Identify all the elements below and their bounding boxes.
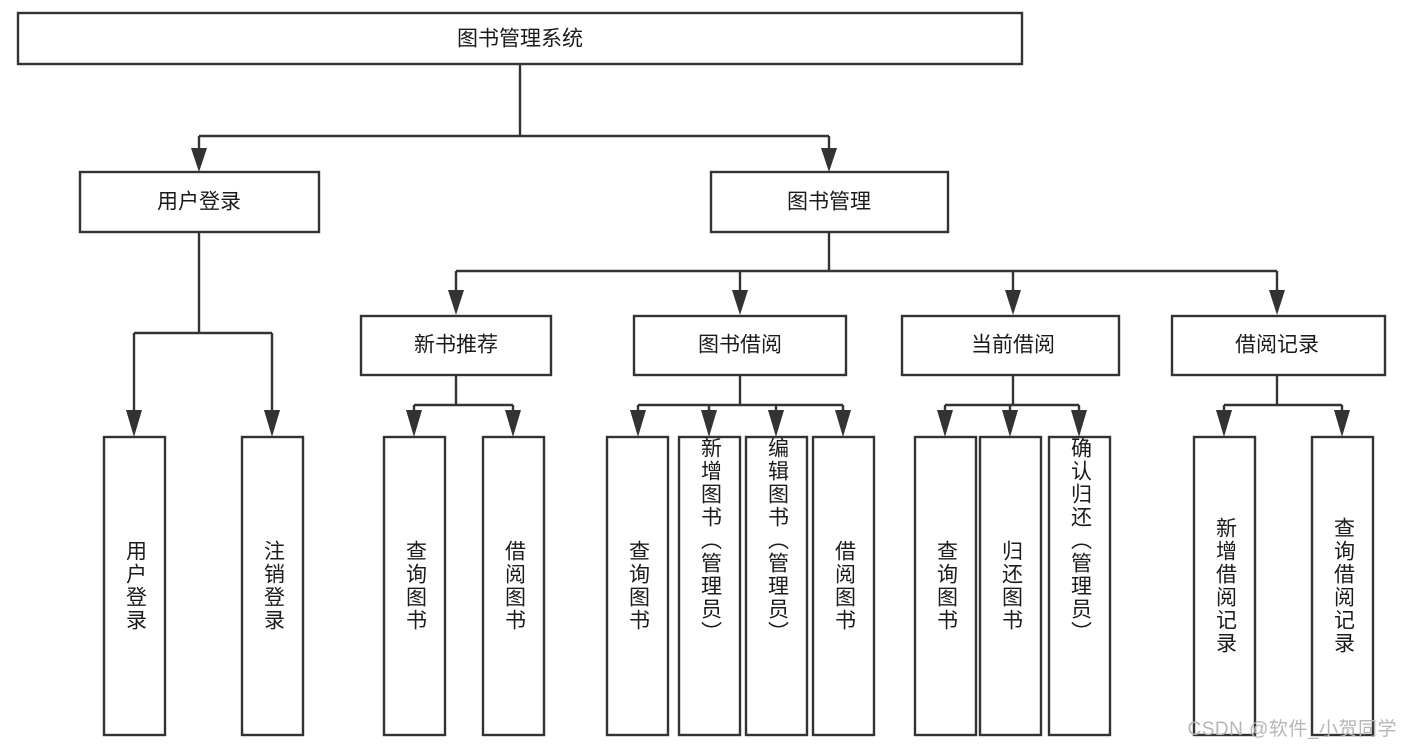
node-new-book-recommend[interactable]: 新书推荐 [359,314,553,377]
node-user-login-label: 用户登录 [157,191,241,214]
arrow-head-new-book-recommend [448,290,464,315]
node-borrow-record-box[interactable] [1170,314,1387,377]
leaf-box-borrowrecord-add-record[interactable] [1192,435,1257,737]
arrow-head-bookborrow-leaf-2 [701,410,717,437]
leaf-box-logout[interactable] [240,435,305,737]
arrow-head-user-login [191,148,207,172]
node-current-borrow-label: 当前借阅 [971,334,1055,357]
leaf-box-newbook-borrow-book[interactable] [481,435,546,737]
arrow-head-newbook-leaf-1 [406,410,422,437]
node-new-book-recommend-box[interactable] [359,314,553,377]
node-book-borrow-label: 图书借阅 [698,334,782,357]
node-root-system-box[interactable] [16,11,1024,66]
connectors-group [126,64,1350,437]
arrow-head-borrowrecord-leaf-1 [1216,410,1232,437]
node-book-manage[interactable]: 图书管理 [709,170,950,234]
node-borrow-record-label: 借阅记录 [1235,334,1319,357]
arrow-head-book-manage [821,148,837,172]
leaf-box-newbook-query-book[interactable] [382,435,447,737]
node-book-borrow[interactable]: 图书借阅 [632,314,848,377]
leaf-box-bookborrow-borrow-book[interactable] [811,435,876,737]
arrow-head-newbook-leaf-2 [505,410,521,437]
node-user-login[interactable]: 用户登录 [78,170,321,234]
arrow-head-currentborrow-leaf-2 [1002,410,1018,437]
node-book-manage-label: 图书管理 [787,191,871,214]
leaf-box-bookborrow-edit-book[interactable] [744,435,809,737]
node-root-system-label: 图书管理系统 [457,28,583,51]
node-root-system[interactable]: 图书管理系统 [16,11,1024,66]
arrow-head-borrowrecord-leaf-2 [1334,410,1350,437]
arrow-head-leaf-logout [264,410,280,437]
watermark-text: CSDN @软件_小贺同学 [1187,719,1397,740]
node-current-borrow-box[interactable] [900,314,1121,377]
node-user-login-box[interactable] [78,170,321,234]
arrow-head-leaf-user-login [126,410,142,437]
arrow-head-bookborrow-leaf-3 [768,410,784,437]
leaf-box-bookborrow-query-book[interactable] [605,435,670,737]
leaf-box-currentborrow-query-book[interactable] [913,435,978,737]
leaf-box-currentborrow-confirm-return[interactable] [1047,435,1112,737]
arrow-head-currentborrow-leaf-1 [937,410,953,437]
leaf-box-borrowrecord-query-record[interactable] [1310,435,1375,737]
leaf-box-currentborrow-return-book[interactable] [978,435,1043,737]
arrow-head-bookborrow-leaf-1 [630,410,646,437]
node-current-borrow[interactable]: 当前借阅 [900,314,1121,377]
arrow-head-borrow-record [1269,290,1285,315]
arrow-head-bookborrow-leaf-4 [835,410,851,437]
node-borrow-record[interactable]: 借阅记录 [1170,314,1387,377]
node-book-borrow-box[interactable] [632,314,848,377]
leaf-box-bookborrow-add-book[interactable] [677,435,742,737]
arrow-head-book-borrow [732,290,748,315]
node-book-manage-box[interactable] [709,170,950,234]
leaf-box-user-login[interactable] [102,435,167,737]
arrow-head-currentborrow-leaf-3 [1071,410,1087,437]
arrow-head-current-borrow [1005,290,1021,315]
node-new-book-recommend-label: 新书推荐 [414,334,498,357]
